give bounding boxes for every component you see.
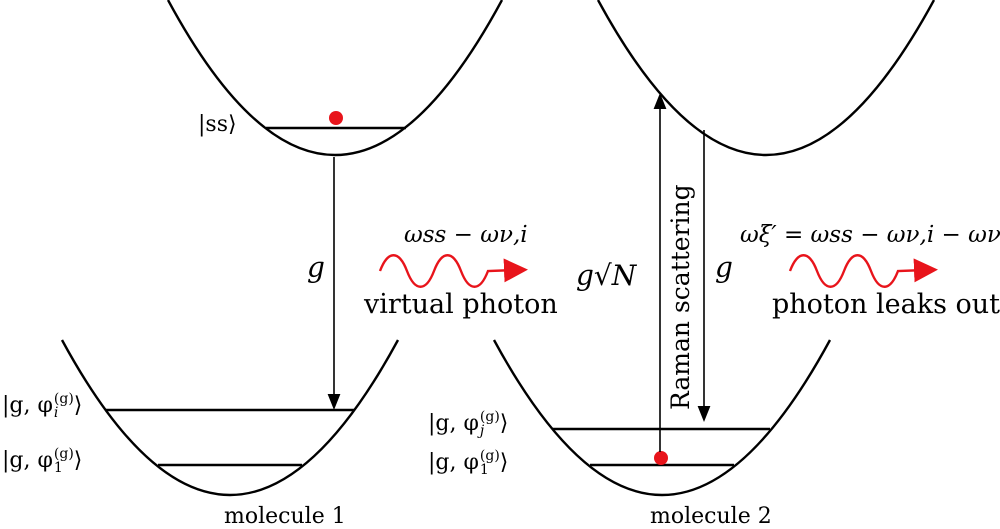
state-g-j-sup: (g): [479, 409, 500, 425]
state-g-i-indices: (g)i: [54, 392, 74, 420]
virtual-photon-wave: [378, 254, 528, 288]
state-g-1-left-label: |g, φ(g)1⟩: [2, 447, 82, 475]
state-g-j-sub: j: [479, 423, 485, 439]
coupling-g-left: g: [307, 251, 325, 284]
state-g-1-right-sup: (g): [479, 448, 500, 464]
virtual-photon-label: virtual photon: [364, 289, 558, 320]
state-g-j-close: ⟩: [499, 411, 509, 436]
state-g-1-right-close: ⟩: [499, 450, 509, 475]
molecule1-excited-potential: [166, 0, 504, 156]
ss-state-label: |ss⟩: [198, 112, 237, 137]
molecule2-ground-dot: [654, 451, 668, 465]
leak-photon-wave: [788, 254, 938, 288]
molecule2-label: molecule 2: [650, 504, 772, 529]
state-g-1-right-prefix: |g, φ: [428, 450, 479, 475]
state-g-1-left-sup: (g): [53, 446, 74, 462]
state-g-i-sup: (g): [53, 391, 74, 407]
state-g-i-close: ⟩: [73, 393, 83, 418]
state-g-j-prefix: |g, φ: [428, 411, 479, 436]
molecule1-excitation-dot: [329, 111, 343, 125]
state-g-i-label: |g, φ(g)i⟩: [2, 392, 82, 420]
state-g-1-right-sub: 1: [479, 462, 489, 478]
state-g-j-indices: (g)j: [480, 410, 500, 438]
state-g-1-left-sub: 1: [53, 460, 63, 476]
raman-scattering-label: Raman scattering: [666, 184, 695, 410]
state-g-1-right-indices: (g)1: [480, 449, 500, 477]
molecule1-label: molecule 1: [224, 504, 346, 529]
molecule1-ground-potential: [60, 339, 400, 496]
photon-leaks-label: photon leaks out: [772, 289, 1000, 320]
coupling-g-sqrtN: g√N: [576, 259, 637, 292]
state-g-i-sub: i: [53, 405, 59, 421]
state-g-j-label: |g, φ(g)j⟩: [428, 410, 508, 438]
virtual-photon-frequency: ωss − ων,i: [404, 222, 528, 248]
molecule2-excited-potential: [596, 0, 936, 156]
state-g-1-left-close: ⟩: [73, 448, 83, 473]
coupling-g-right: g: [715, 251, 733, 284]
state-g-1-right-label: |g, φ(g)1⟩: [428, 449, 508, 477]
molecule2-ground-potential: [492, 339, 832, 496]
state-g-1-left-indices: (g)1: [54, 447, 74, 475]
state-g-1-left-prefix: |g, φ: [2, 448, 53, 473]
state-g-i-prefix: |g, φ: [2, 393, 53, 418]
leak-photon-frequency: ωξ′ = ωss − ων,i − ων,j: [740, 222, 1000, 248]
